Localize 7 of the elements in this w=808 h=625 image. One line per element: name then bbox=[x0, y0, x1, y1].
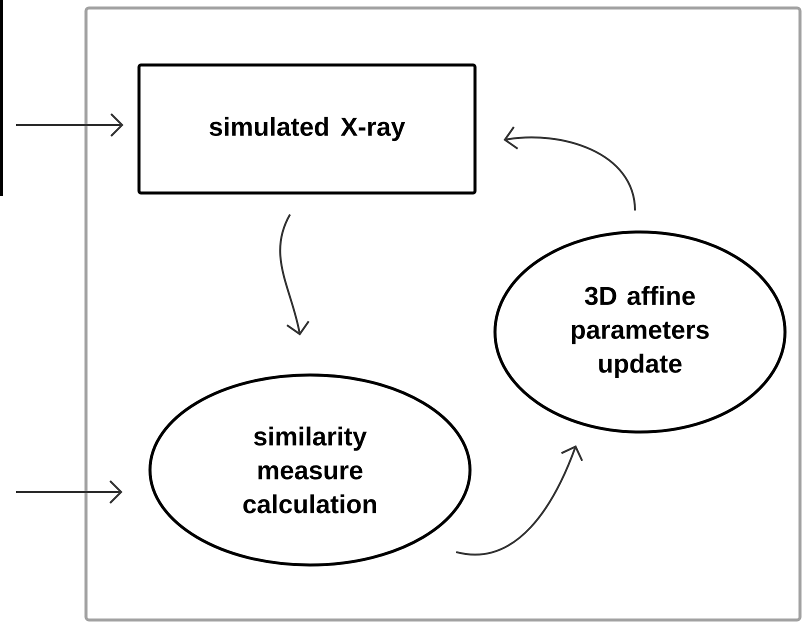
arrow bbox=[16, 480, 122, 504]
process-box: simulated X-ray bbox=[138, 64, 476, 194]
arrow bbox=[456, 445, 584, 556]
arrow bbox=[16, 113, 124, 137]
panel-frame bbox=[84, 6, 802, 622]
arrow bbox=[504, 126, 636, 211]
arrow bbox=[279, 214, 310, 336]
